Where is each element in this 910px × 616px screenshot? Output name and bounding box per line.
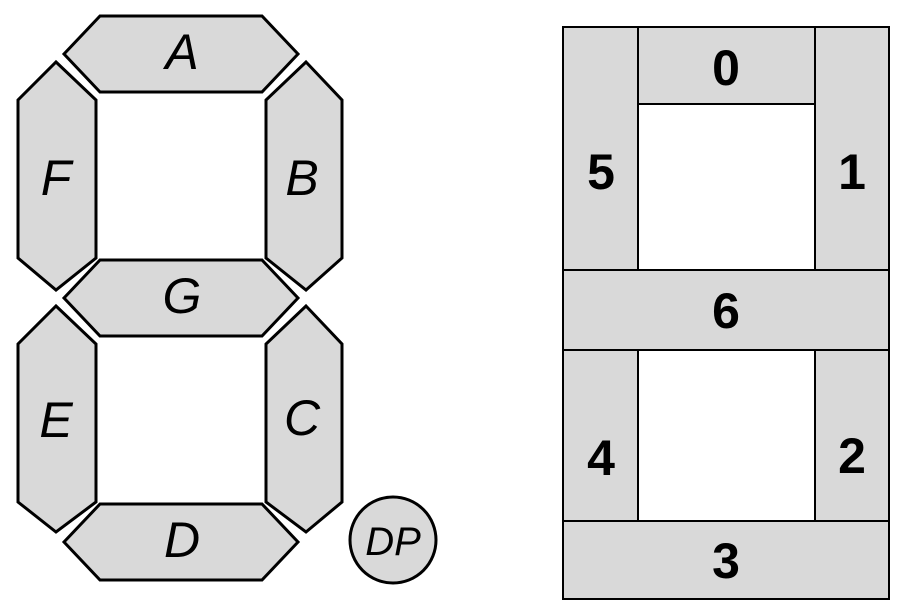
segment-c-label: C: [284, 390, 321, 446]
index-bottom-label: 3: [712, 533, 740, 589]
index-bottom-left-label: 4: [587, 430, 615, 486]
segment-index-grid: 0 5 1 6 4 2 3: [562, 26, 890, 600]
segment-c: [264, 303, 344, 534]
decimal-point: [348, 495, 438, 585]
lower-opening: [637, 349, 816, 522]
index-middle-label: 6: [712, 283, 740, 339]
index-top-label: 0: [712, 40, 740, 96]
segment-f: [16, 59, 98, 292]
segment-a: [61, 14, 301, 94]
segment-d-label: D: [164, 512, 200, 568]
segment-e-label: E: [39, 392, 73, 448]
seven-segment-display: A G D F B E C DP: [16, 14, 438, 585]
segment-b: [264, 59, 344, 292]
decimal-point-label: DP: [365, 520, 421, 564]
segment-b-label: B: [285, 150, 318, 206]
segment-f-label: F: [41, 150, 74, 206]
upper-opening: [637, 103, 816, 271]
index-top-left-label: 5: [587, 144, 615, 200]
index-bottom-right-label: 2: [838, 428, 866, 484]
segment-d: [61, 502, 301, 582]
segment-a-label: A: [162, 24, 198, 80]
segment-g: [61, 258, 301, 338]
segment-e: [16, 303, 98, 534]
index-top-right-label: 1: [838, 144, 866, 200]
segment-g-label: G: [163, 268, 202, 324]
